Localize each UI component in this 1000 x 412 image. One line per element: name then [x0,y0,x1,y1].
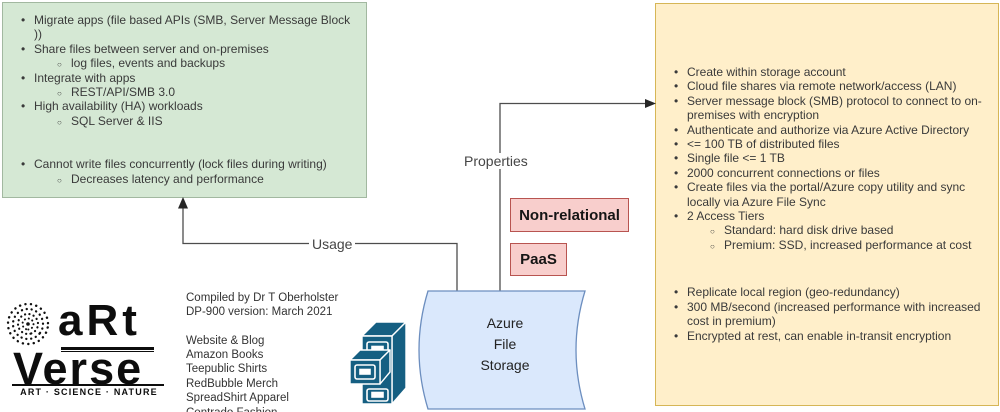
credit-links-list: Website & Blog Amazon Books Teepublic Sh… [186,334,338,412]
list-item: Decreases latency and performance [3,172,366,189]
list-item: Standard: hard disk drive based [656,223,998,240]
list-item: <= 100 TB of distributed files [656,137,998,152]
file-cabinet-icon [349,321,407,405]
logo-verse-text: Verse [13,343,144,394]
azure-label-line: File [493,336,517,352]
paas-tag: PaaS [510,243,567,276]
link-teepublic-shirts[interactable]: Teepublic Shirts [186,363,268,376]
list-item: Share files between server and on-premis… [3,42,366,57]
list-item: log files, events and backups [3,56,366,73]
usage-label: Usage [309,236,356,252]
list-item: Encrypted at rest, can enable in-transit… [656,329,998,344]
usage-arrowhead-icon [178,197,188,209]
azure-file-storage-label: Azure File Storage [430,313,580,376]
list-spacer [656,252,998,285]
list-item: Integrate with apps [3,71,366,86]
list-item: High availability (HA) workloads [3,99,366,114]
azure-label-line: Azure [486,315,524,331]
link-website-blog[interactable]: Website & Blog [186,334,265,347]
list-item: Single file <= 1 TB [656,151,998,166]
list-item: 2000 concurrent connections or files [656,166,998,181]
properties-label: Properties [461,153,531,169]
list-spacer [3,128,366,157]
list-item: Premium: SSD, increased performance at c… [656,238,998,255]
list-item: 300 MB/second (increased performance wit… [656,300,998,329]
list-item: Migrate apps (file based APIs (SMB, Serv… [3,13,366,42]
credits-block: Compiled by Dr T Oberholster DP-900 vers… [186,292,338,412]
list-item: Create files via the portal/Azure copy u… [656,180,998,209]
azure-file-storage-shape [418,290,586,410]
list-item: Cloud file shares via remote network/acc… [656,79,998,94]
link-spreadshirt-apparel[interactable]: SpreadShirt Apparel [186,392,289,405]
list-item: Create within storage account [656,65,998,80]
list-item: Authenticate and authorize via Azure Act… [656,123,998,138]
properties-notes-list: Create within storage account Cloud file… [656,65,998,343]
stored-data-shape [418,290,586,410]
version-text: DP-900 version: March 2021 [186,305,333,318]
logo-divider [12,384,164,386]
properties-notes-panel: Create within storage account Cloud file… [655,3,999,406]
usage-notes-list: Migrate apps (file based APIs (SMB, Serv… [3,13,366,189]
link-redbubble-merch[interactable]: RedBubble Merch [186,377,279,390]
usage-notes-panel: Migrate apps (file based APIs (SMB, Serv… [2,2,367,198]
list-item: SQL Server & IIS [3,114,366,131]
link-contrado-fashion[interactable]: Contrado Fashion [186,406,338,412]
logo-art-underline [61,347,154,352]
azure-label-line: Storage [480,357,530,373]
list-item: Replicate local region (geo-redundancy) [656,285,998,300]
list-item: 2 Access Tiers [656,209,998,224]
artverse-logo: aRt Verse ART · SCIENCE · NATURE [0,295,172,407]
list-item: Server message block (SMB) protocol to c… [656,94,998,123]
list-item: Cannot write files concurrently (lock fi… [3,157,366,172]
compiled-by-text: Compiled by Dr T Oberholster [186,292,339,304]
logo-art-text: aRt [58,296,141,345]
dot-spiral-icon [6,302,50,346]
non-relational-tag: Non-relational [510,198,629,232]
link-amazon-books[interactable]: Amazon Books [186,349,264,361]
logo-tagline: ART · SCIENCE · NATURE [20,387,158,397]
list-item: REST/API/SMB 3.0 [3,85,366,102]
